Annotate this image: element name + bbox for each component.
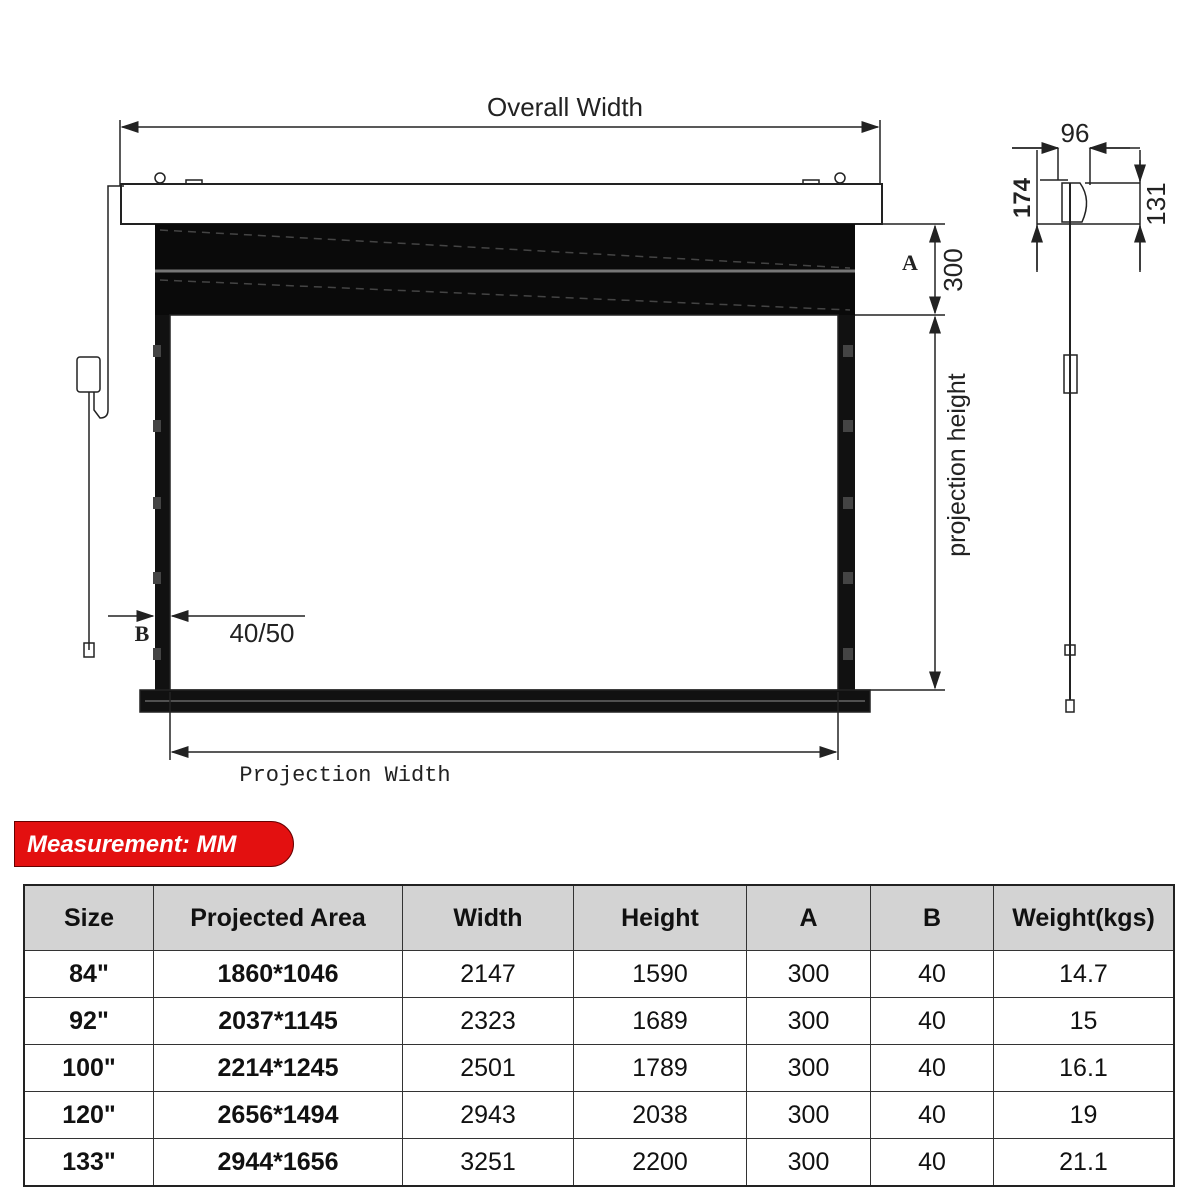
side-housing: [1061, 182, 1088, 223]
cell-width: 2943: [402, 1091, 574, 1139]
cell-height: 1689: [573, 997, 747, 1045]
screen-housing: [120, 183, 883, 225]
projection-surface: [169, 314, 839, 691]
cell-weight: 21.1: [993, 1138, 1175, 1187]
cell-projected-area: 2214*1245: [153, 1044, 403, 1092]
side-height-total: 174: [1009, 177, 1036, 218]
cell-a: 300: [746, 950, 871, 998]
dim-a-value: 300: [938, 248, 968, 291]
table-header-row: Size Projected Area Width Height A B Wei…: [23, 884, 1175, 951]
side-width-value: 96: [1061, 118, 1090, 148]
cell-height: 1789: [573, 1044, 747, 1092]
cell-a: 300: [746, 1091, 871, 1139]
power-adapter: [76, 356, 101, 393]
projection-height-label: projection height: [943, 373, 971, 557]
cell-size: 120": [23, 1091, 154, 1139]
header-b: B: [870, 884, 994, 951]
size-spec-table: Size Projected Area Width Height A B Wei…: [23, 884, 1175, 1187]
header-projected-area: Projected Area: [153, 884, 403, 951]
measurement-unit-badge: Measurement: MM: [14, 821, 294, 867]
cell-weight: 19: [993, 1091, 1175, 1139]
header-weight: Weight(kgs): [993, 884, 1175, 951]
cell-weight: 14.7: [993, 950, 1175, 998]
dim-b-label: B: [135, 621, 150, 646]
cell-projected-area: 2944*1656: [153, 1138, 403, 1187]
cell-b: 40: [870, 1044, 994, 1092]
cell-b: 40: [870, 950, 994, 998]
cell-b: 40: [870, 1138, 994, 1187]
cell-width: 2501: [402, 1044, 574, 1092]
header-a: A: [746, 884, 871, 951]
overall-width-label: Overall Width: [487, 92, 643, 122]
cell-width: 2147: [402, 950, 574, 998]
cell-width: 2323: [402, 997, 574, 1045]
cell-projected-area: 1860*1046: [153, 950, 403, 998]
header-height: Height: [573, 884, 747, 951]
dim-b-value: 40/50: [229, 618, 294, 648]
cell-projected-area: 2656*1494: [153, 1091, 403, 1139]
cell-size: 84": [23, 950, 154, 998]
cell-height: 2200: [573, 1138, 747, 1187]
cell-size: 92": [23, 997, 154, 1045]
cell-a: 300: [746, 997, 871, 1045]
cell-width: 3251: [402, 1138, 574, 1187]
cell-weight: 15: [993, 997, 1175, 1045]
cell-projected-area: 2037*1145: [153, 997, 403, 1045]
side-bracket: [1063, 354, 1078, 394]
cell-a: 300: [746, 1138, 871, 1187]
projection-width-label: Projection Width: [239, 763, 450, 788]
side-height-case: 131: [1141, 182, 1171, 225]
cell-height: 1590: [573, 950, 747, 998]
cell-b: 40: [870, 997, 994, 1045]
cell-a: 300: [746, 1044, 871, 1092]
cell-size: 133": [23, 1138, 154, 1187]
header-width: Width: [402, 884, 574, 951]
dim-a-label: A: [902, 250, 918, 275]
header-size: Size: [23, 884, 154, 951]
cell-b: 40: [870, 1091, 994, 1139]
screen-dimension-drawing: Overall Width Projection Width projectio…: [76, 92, 1171, 788]
cell-weight: 16.1: [993, 1044, 1175, 1092]
cell-height: 2038: [573, 1091, 747, 1139]
cell-size: 100": [23, 1044, 154, 1092]
